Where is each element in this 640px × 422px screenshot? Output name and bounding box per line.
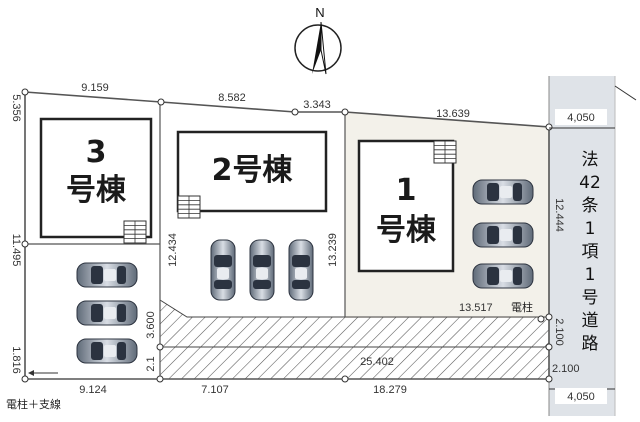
parked-car-icon	[472, 222, 534, 248]
utility-pole-icon	[537, 315, 545, 323]
svg-text:項: 項	[582, 242, 599, 262]
dim-right-width-1: 2.100	[553, 318, 565, 346]
parking-lot-2	[210, 239, 314, 301]
north-arrow-icon	[312, 22, 321, 74]
dim-right-lot1: 12.444	[553, 198, 565, 232]
building-3-label: 号棟	[66, 173, 127, 208]
dim-lot1-bottom: 13.517	[459, 302, 493, 314]
parked-car-icon	[472, 179, 534, 205]
dim-right-width-2: 2.100	[552, 363, 580, 375]
building-3	[39, 117, 153, 239]
dim-driveway-width-b: 2.1	[145, 356, 157, 371]
parked-car-icon	[288, 239, 314, 301]
svg-text:路: 路	[582, 334, 599, 354]
parked-car-icon	[210, 239, 236, 301]
dim-left-bottom: 1.816	[10, 346, 22, 374]
building-3-number: 3	[86, 135, 107, 170]
pole-label: 電柱	[511, 300, 533, 314]
dim-bottom-3: 18.279	[373, 384, 407, 396]
dim-driveway-length: 25.402	[360, 356, 394, 368]
parking-lot-3	[76, 262, 138, 364]
stairs-icon	[433, 140, 457, 164]
svg-text:法: 法	[582, 150, 599, 170]
dim-bottom-2: 7.107	[201, 384, 229, 396]
dim-driveway-width-a: 3.600	[145, 311, 157, 339]
svg-text:道: 道	[582, 311, 599, 331]
stairs-icon	[177, 195, 201, 219]
svg-text:4,050: 4,050	[567, 112, 595, 124]
dim-top-3: 3.343	[303, 99, 331, 111]
road-width-top: 4,050	[549, 109, 615, 129]
building-2-number-label: 2号棟	[212, 153, 294, 188]
svg-text:4,050: 4,050	[567, 391, 595, 403]
dim-lot2-left: 12.434	[167, 233, 179, 267]
svg-text:42: 42	[579, 173, 601, 193]
building-1-label: 号棟	[376, 213, 437, 248]
dim-top-2: 8.582	[218, 92, 246, 104]
road-width-bottom: 4,050	[549, 388, 615, 404]
road	[549, 76, 615, 416]
parked-car-icon	[76, 300, 138, 326]
pole-stay-note: 電柱＋支線	[6, 397, 61, 411]
parked-car-icon	[76, 338, 138, 364]
parked-car-icon	[76, 262, 138, 288]
parked-car-icon	[472, 263, 534, 289]
road-name: 法 42 条 1 項 1 号 道 路	[579, 150, 601, 354]
building-2	[176, 130, 328, 213]
road-corner-line	[614, 85, 637, 101]
dim-left-top: 5.356	[10, 94, 22, 122]
boundary-markers	[21, 88, 553, 383]
dim-top-4: 13.639	[436, 108, 470, 120]
dim-left-mid: 11.495	[10, 234, 22, 267]
site-boundary	[24, 91, 550, 380]
north-label: N	[315, 5, 324, 20]
svg-text:1: 1	[585, 265, 596, 285]
dim-lot2-right: 13.239	[327, 233, 339, 267]
dim-top-1: 9.159	[81, 82, 109, 94]
svg-text:条: 条	[582, 196, 599, 216]
svg-text:号: 号	[582, 288, 599, 308]
arrow-icon	[28, 370, 34, 376]
svg-text:1: 1	[585, 219, 596, 239]
parked-car-icon	[249, 239, 275, 301]
parking-lot-1	[472, 179, 534, 289]
building-1-number: 1	[396, 173, 417, 208]
north-compass: N	[294, 5, 342, 75]
dim-bottom-1: 9.124	[79, 384, 107, 396]
stairs-icon	[123, 220, 147, 244]
